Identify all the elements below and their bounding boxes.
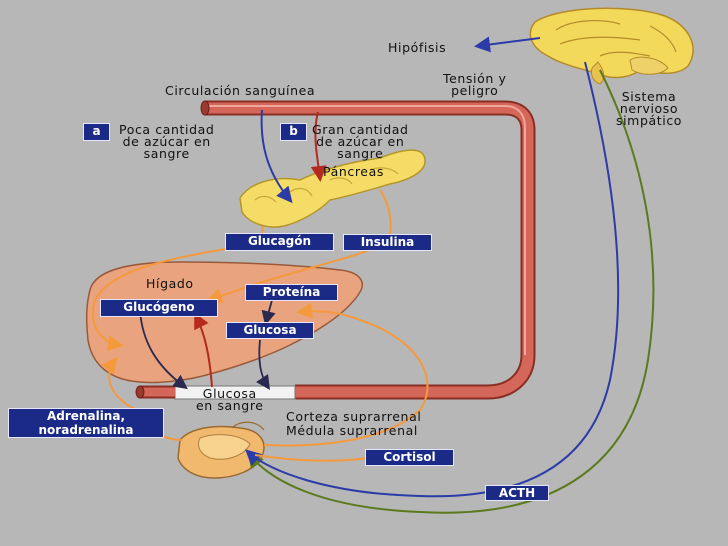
cortisol-box: Cortisol	[365, 449, 454, 466]
cortisol-to-liver	[263, 302, 429, 447]
higado-label: Hígado	[146, 276, 194, 291]
box-a: a	[83, 123, 110, 141]
adrenal-to-cortisol	[254, 454, 369, 462]
glycogen-to-blood-arrow	[139, 309, 188, 390]
glucose-to-blood-arrow	[256, 339, 270, 390]
glucosa-box: Glucosa	[226, 322, 314, 339]
pancreas-to-insulin	[379, 189, 392, 237]
brain-illustration	[529, 7, 694, 85]
glucosa-sangre-label: Glucosa en sangre	[196, 386, 264, 413]
glucogeno-box: Glucógeno	[100, 299, 218, 317]
insulina-box: Insulina	[343, 234, 432, 251]
low-sugar-arrow	[260, 109, 293, 204]
high-sugar-arrow	[310, 111, 327, 182]
hipofisis-label: Hipófisis	[388, 40, 447, 55]
proteina-box: Proteína	[245, 284, 338, 301]
gran-cantidad-label: Gran cantidad de azúcar en sangre	[312, 122, 409, 161]
hipofisis-arrow	[474, 36, 541, 53]
blood-vessel	[135, 100, 536, 400]
medula-label: Médula suprarrenal	[286, 423, 418, 438]
protein-to-glucose-arrow	[261, 299, 276, 326]
acth-box: ACTH	[485, 485, 549, 501]
acth-pathway-blue	[245, 61, 620, 498]
adrenal-gland-illustration	[177, 421, 265, 479]
pancreas-illustration	[239, 149, 426, 228]
insulin-to-liver	[206, 247, 376, 304]
circulacion-label: Circulación sanguínea	[165, 83, 316, 98]
liver-illustration	[85, 261, 363, 384]
poca-cantidad-label: Poca cantidad de azúcar en sangre	[119, 122, 215, 161]
sistema-nervioso-label: Sistema nervioso simpático	[616, 89, 683, 128]
glucagon-to-liver	[92, 247, 233, 352]
adrenalina-box: Adrenalina, noradrenalina	[8, 408, 164, 438]
pancreas-label: Páncreas	[323, 164, 384, 179]
glucose-to-glycogen-arrow	[194, 312, 213, 388]
box-b: b	[280, 123, 307, 141]
corteza-label: Corteza suprarrenal	[286, 409, 422, 424]
glucagon-box: Glucagón	[225, 233, 334, 251]
tension-label: Tensión y peligro	[443, 71, 507, 98]
sympathetic-nerve-green	[247, 69, 655, 514]
